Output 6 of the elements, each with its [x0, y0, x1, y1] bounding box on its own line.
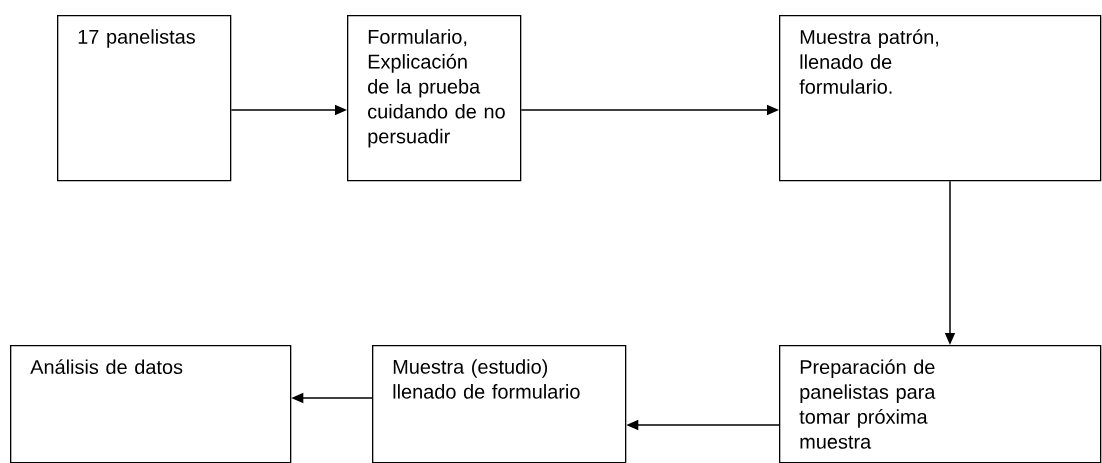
process-box: 17 panelistas — [57, 15, 232, 182]
process-box: Formulario, Explicación de la prueba cuidando de no persuadir — [347, 15, 522, 182]
process-box: Muestra patrón, llenado de formulario. — [779, 15, 1102, 182]
process-box: Muestra (estudio) llenado de formulario — [372, 345, 627, 463]
process-box: Análisis de datos — [10, 345, 292, 463]
process-box: Preparación de panelistas para tomar próxima muestra — [779, 345, 1102, 463]
